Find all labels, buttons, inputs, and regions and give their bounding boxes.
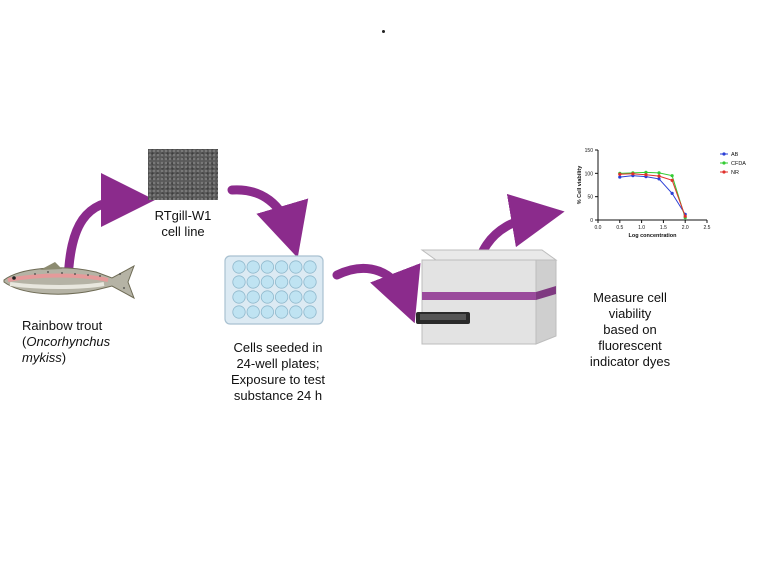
plates-label-line4: substance 24 h (233, 388, 323, 403)
x-tick-label: 1.5 (660, 225, 667, 231)
well (260, 305, 275, 319)
well (232, 275, 246, 289)
well (260, 290, 275, 304)
y-tick-label: 100 (585, 171, 594, 177)
y-tick-label: 0 (590, 218, 593, 224)
well (303, 305, 317, 319)
x-tick-label: 0.0 (595, 225, 602, 231)
legend-label-nr: NR (731, 170, 739, 176)
well (246, 290, 260, 304)
data-point-nr (618, 172, 622, 176)
x-axis-label: Log concentration (629, 233, 678, 239)
legend-marker-ab (722, 152, 726, 156)
trout-label: Rainbow trout (Oncorhynchus mykiss) (22, 318, 142, 366)
series-line-nr (619, 173, 686, 217)
well (260, 260, 275, 274)
cellline-label-line1: RTgill-W1 (154, 208, 212, 223)
well (232, 305, 246, 319)
legend-label-cfda: CFDA (731, 161, 746, 167)
cellline-label-line2: cell line (161, 224, 205, 239)
well (289, 305, 303, 319)
rainbow-trout-icon (3, 262, 135, 300)
well (303, 275, 317, 289)
data-point-cfda (670, 174, 674, 178)
data-point-nr (670, 178, 674, 182)
well (246, 260, 260, 274)
y-axis-label: % Cell viability (577, 165, 583, 204)
measure-label-line3: based on (603, 322, 657, 337)
legend-label-ab: AB (731, 152, 739, 158)
y-tick-label: 150 (585, 148, 594, 154)
well (289, 275, 303, 289)
data-point-ab (657, 177, 661, 181)
data-point-cfda (644, 170, 648, 174)
plates-label-line2: 24-well plates; (236, 356, 320, 371)
x-tick-label: 2.5 (704, 225, 711, 231)
well (289, 260, 303, 274)
well (303, 260, 317, 274)
arrow-cells-to-plate (227, 185, 309, 258)
measure-label-line5: indicator dyes (589, 354, 671, 369)
well (232, 260, 246, 274)
well (232, 290, 246, 304)
trout-label-paren-open: ( (22, 334, 27, 349)
data-point-nr (683, 214, 687, 218)
legend-marker-nr (722, 170, 726, 174)
x-tick-label: 2.0 (682, 225, 689, 231)
data-point-ab (670, 191, 674, 195)
well (274, 290, 289, 304)
well (246, 305, 260, 319)
data-point-nr (657, 174, 661, 178)
data-point-nr (631, 172, 635, 176)
legend-marker-cfda (722, 161, 726, 165)
measure-label: Measure cell viability based on fluoresc… (580, 290, 680, 370)
trout-label-line1: Rainbow trout (22, 318, 103, 333)
cellline-label: RTgill-W1 cell line (143, 208, 223, 240)
plates-label-line1: Cells seeded in (233, 340, 323, 355)
arrow-trout-to-cells (63, 173, 155, 287)
data-point-nr (644, 173, 648, 177)
well (260, 275, 275, 289)
y-tick-label: 50 (587, 195, 593, 201)
well (274, 305, 289, 319)
stray-dot (382, 30, 385, 33)
arrow-plate-to-reader (332, 263, 421, 324)
measure-label-line1: Measure cell (593, 290, 667, 305)
well (303, 290, 317, 304)
x-tick-label: 1.0 (638, 225, 645, 231)
measure-label-line4: fluorescent (598, 338, 662, 353)
well-plate-icon (224, 255, 324, 325)
well (274, 260, 289, 274)
x-tick-label: 0.5 (616, 225, 623, 231)
plates-label: Cells seeded in 24-well plates; Exposure… (216, 340, 340, 404)
well (274, 275, 289, 289)
trout-label-genus: Oncorhynchus (26, 334, 111, 349)
measure-label-line2: viability (608, 306, 652, 321)
plate-reader-icon (416, 249, 558, 345)
well (246, 275, 260, 289)
well (289, 290, 303, 304)
trout-label-paren-close: ) (61, 350, 67, 365)
data-point-ab (618, 175, 622, 179)
cell-micrograph-image (148, 149, 218, 200)
plates-label-line3: Exposure to test (231, 372, 325, 387)
data-point-cfda (657, 171, 661, 175)
series-line-cfda (619, 171, 686, 218)
series-line-ab (619, 175, 686, 215)
trout-label-species: mykiss (22, 350, 62, 365)
